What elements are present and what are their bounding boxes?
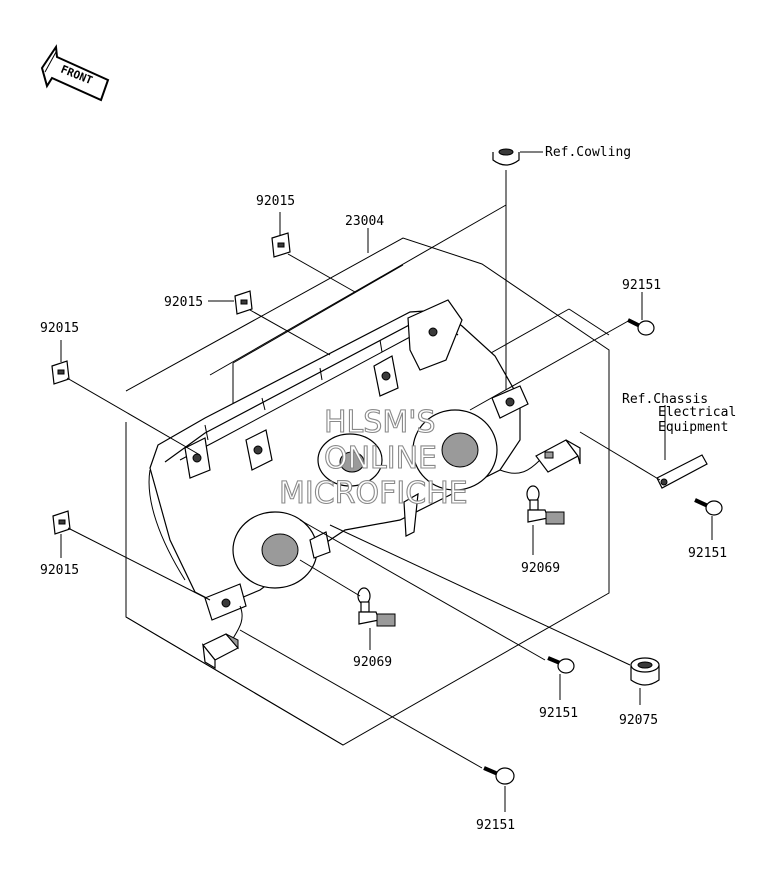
label-clip-1: 92015	[256, 194, 295, 209]
chassis-bracket	[656, 454, 708, 489]
clip-1	[271, 232, 291, 258]
clip-3	[51, 360, 70, 385]
label-grommet: 92075	[619, 713, 658, 728]
label-bulb-left: 92069	[353, 655, 392, 670]
connector-left	[202, 633, 239, 670]
label-housing: 23004	[345, 214, 384, 229]
watermark: HLSM'S ONLINE MICROFICHE	[278, 404, 468, 511]
label-ref-cowling: Ref.Cowling	[545, 145, 631, 160]
watermark-line-1: HLSM'S	[324, 405, 436, 440]
label-ref-chassis-1: Ref.Chassis	[622, 392, 708, 407]
bolt-top-right	[627, 318, 655, 336]
label-clip-3: 92015	[40, 321, 79, 336]
label-clip-2: 92015	[164, 295, 203, 310]
clip-2	[234, 290, 253, 315]
clip-4	[52, 510, 71, 535]
label-bolt-center: 92151	[539, 706, 578, 721]
connector-right	[535, 439, 581, 473]
bulb-right	[526, 485, 565, 525]
label-bolt-bottom: 92151	[476, 818, 515, 833]
bolt-bottom	[483, 766, 515, 785]
label-bulb-right: 92069	[521, 561, 560, 576]
cowling-grommet	[492, 148, 520, 166]
label-clip-4: 92015	[40, 563, 79, 578]
front-arrow-icon: FRONT	[40, 44, 110, 102]
bolt-center	[547, 656, 575, 674]
bolt-right	[694, 498, 723, 516]
watermark-line-2: ONLINE	[324, 441, 437, 476]
label-ref-chassis-3: Equipment	[658, 420, 728, 435]
bulb-left	[357, 587, 396, 627]
label-bolt-top-right: 92151	[622, 278, 661, 293]
watermark-line-3: MICROFICHE	[279, 476, 468, 511]
leader-lines	[60, 151, 713, 812]
label-ref-chassis-2: Electrical	[658, 405, 736, 420]
grommet-92075	[630, 657, 660, 686]
label-bolt-right: 92151	[688, 546, 727, 561]
headlight-housing	[148, 299, 541, 641]
